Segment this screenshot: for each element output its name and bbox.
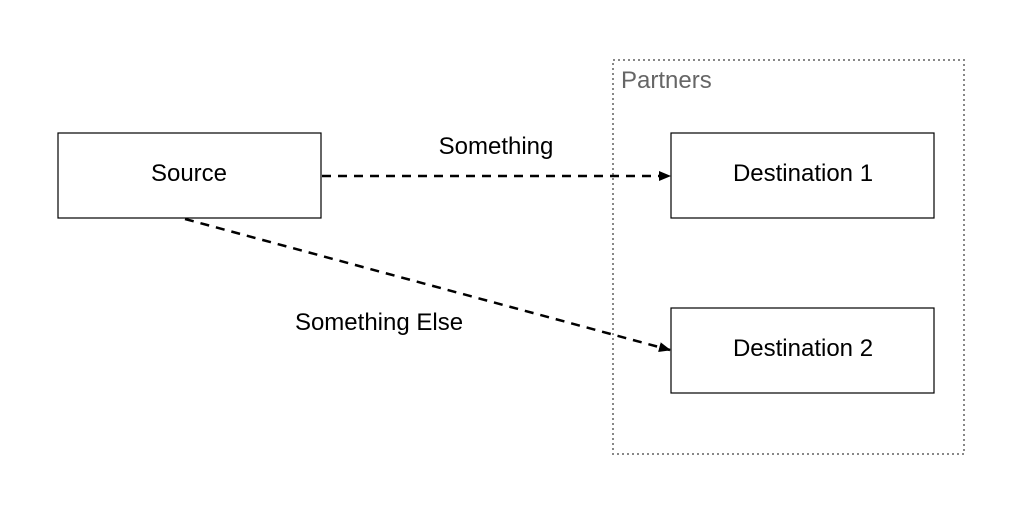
partners-group: Partners bbox=[612, 59, 965, 455]
node-destination-1[interactable]: Destination 1 bbox=[670, 132, 935, 219]
node-source[interactable]: Source bbox=[57, 132, 322, 219]
edge-line-something-else bbox=[184, 217, 671, 352]
node-destination-1-label: Destination 1 bbox=[733, 160, 873, 187]
edge-source-to-destination-1: Something bbox=[322, 133, 671, 181]
partners-group-label: Partners bbox=[621, 67, 712, 94]
node-destination-2[interactable]: Destination 2 bbox=[670, 307, 935, 394]
node-source-label: Source bbox=[151, 160, 227, 187]
node-destination-2-label: Destination 2 bbox=[733, 335, 873, 362]
edge-label-something: Something bbox=[439, 133, 554, 160]
edge-label-something-else: Something Else bbox=[295, 309, 463, 336]
partners-group-border bbox=[612, 59, 965, 455]
node-destination-2-box[interactable] bbox=[670, 307, 935, 394]
edge-source-to-destination-2: Something Else bbox=[184, 217, 671, 352]
node-source-box[interactable] bbox=[57, 132, 322, 219]
node-destination-1-box[interactable] bbox=[670, 132, 935, 219]
